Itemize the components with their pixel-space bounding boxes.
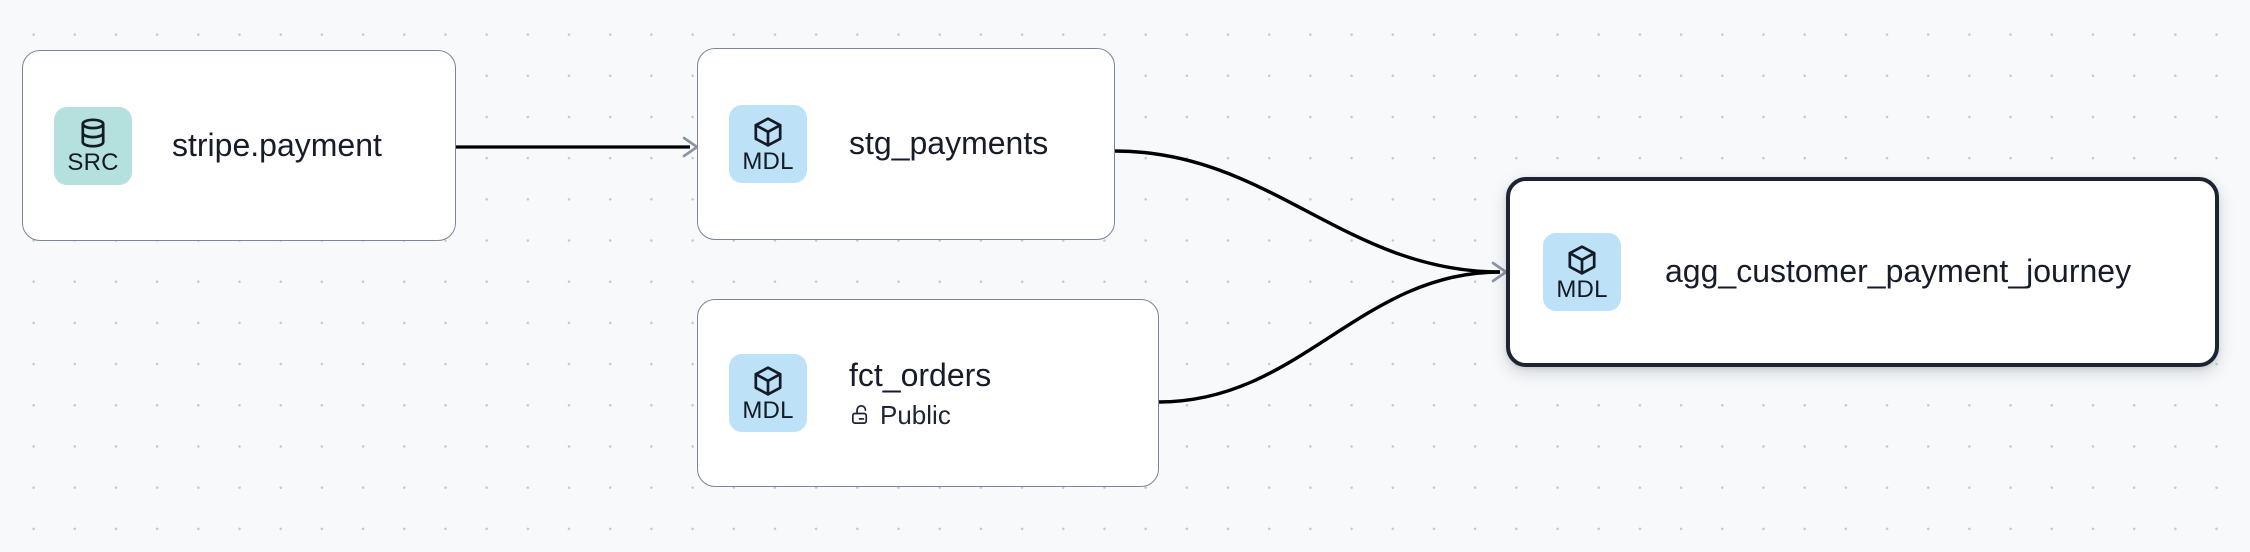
node-title: stripe.payment bbox=[172, 126, 382, 163]
edge-stg-to-agg bbox=[1114, 149, 1501, 274]
cube-icon bbox=[751, 115, 785, 149]
node-body: fct_orders Public bbox=[849, 357, 991, 429]
node-title: fct_orders bbox=[849, 356, 992, 393]
node-type-badge-label: SRC bbox=[67, 149, 119, 176]
node-body: stripe.payment bbox=[172, 127, 382, 165]
unlock-icon bbox=[849, 403, 872, 426]
arrowhead-icon bbox=[682, 136, 699, 158]
graph-node-stg-payments[interactable]: MDL stg_payments bbox=[697, 48, 1115, 240]
node-body: agg_customer_payment_journey bbox=[1665, 253, 2131, 291]
node-type-badge-label: MDL bbox=[742, 147, 794, 175]
database-icon bbox=[76, 116, 110, 150]
node-type-badge-src: SRC bbox=[54, 106, 132, 185]
node-title: agg_customer_payment_journey bbox=[1665, 253, 2132, 290]
graph-node-fct-orders[interactable]: MDL fct_orders Public bbox=[697, 299, 1159, 487]
node-type-badge-mdl: MDL bbox=[729, 354, 807, 432]
graph-node-agg-customer-payment-journey[interactable]: MDL agg_customer_payment_journey bbox=[1506, 177, 2219, 367]
node-type-badge-label: MDL bbox=[742, 396, 794, 424]
arrowhead-icon bbox=[1491, 261, 1508, 283]
cube-icon bbox=[1565, 243, 1599, 277]
edge-fct-to-agg bbox=[1158, 261, 1508, 404]
node-type-badge-mdl: MDL bbox=[729, 105, 807, 183]
node-visibility-label: Public bbox=[880, 399, 951, 430]
node-body: stg_payments bbox=[849, 125, 1048, 163]
node-visibility: Public bbox=[849, 399, 991, 430]
node-type-badge-mdl: MDL bbox=[1543, 233, 1621, 311]
edge-stripe-to-stg bbox=[456, 136, 699, 158]
cube-icon bbox=[751, 364, 785, 398]
graph-node-stripe-payment[interactable]: SRC stripe.payment bbox=[22, 50, 456, 241]
node-title: stg_payments bbox=[849, 125, 1049, 162]
node-type-badge-label: MDL bbox=[1556, 275, 1608, 303]
